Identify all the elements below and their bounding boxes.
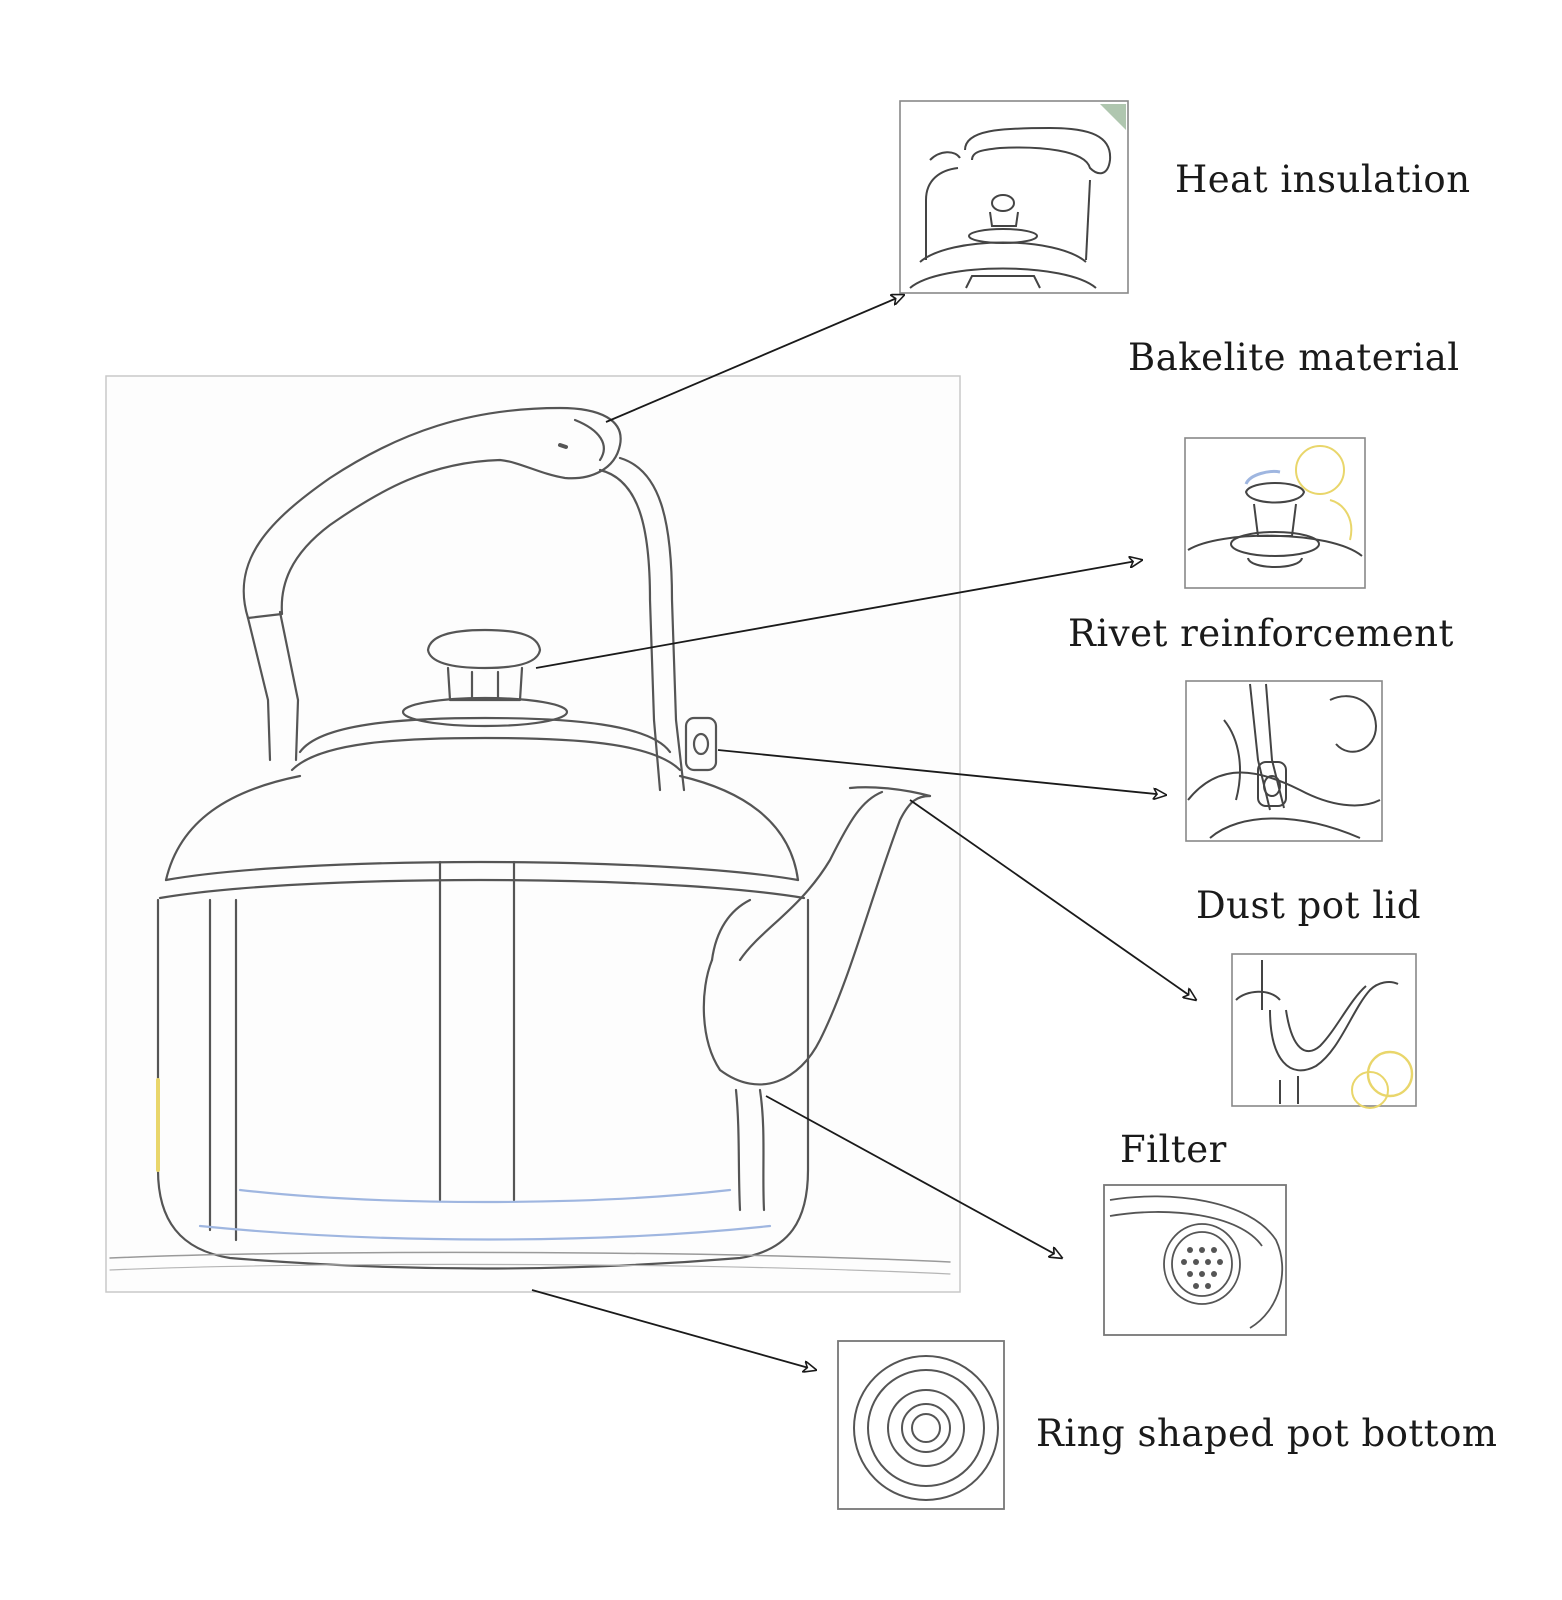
arrow-heat-insulation: [605, 295, 904, 423]
callout-label-bakelite-material: Bakelite material: [1128, 336, 1460, 379]
callout-label-dust-pot-lid: Dust pot lid: [1196, 884, 1422, 927]
handle-grip-outline: [242, 406, 622, 620]
arrow-filter: [765, 1095, 1062, 1258]
thumb-bakelite-material: [1184, 437, 1366, 589]
callout-label-ring-pot-bottom: Ring shaped pot bottom: [1036, 1412, 1498, 1455]
arrow-rivet-reinforcement: [717, 749, 1166, 795]
kettle-main-illustration: [109, 406, 951, 1275]
arrow-dust-pot-lid: [909, 799, 1196, 1000]
callout-label-filter: Filter: [1120, 1128, 1227, 1171]
main-image-frame: [105, 375, 961, 1293]
callout-arrows: [531, 295, 1196, 1370]
lid-knob-outline: [426, 628, 542, 670]
thumb-filter: [1103, 1184, 1287, 1336]
thumb-dust-pot-lid: [1231, 953, 1417, 1109]
filter-disc-outline: [1163, 1223, 1241, 1305]
thumb-handle-sketch: [964, 126, 1112, 175]
arrow-bakelite-material: [535, 560, 1142, 669]
arrow-ring-pot-bottom: [531, 1289, 816, 1370]
spout-outline: [702, 794, 932, 1086]
callout-label-heat-insulation: Heat insulation: [1175, 158, 1471, 201]
thumb-ring-pot-bottom: [837, 1340, 1005, 1510]
callout-label-rivet-reinforcement: Rivet reinforcement: [1068, 612, 1454, 655]
thumb-rivet-reinforcement: [1185, 680, 1383, 842]
thumb-heat-insulation: [899, 100, 1129, 294]
rivet-bracket-outline: [684, 716, 718, 772]
